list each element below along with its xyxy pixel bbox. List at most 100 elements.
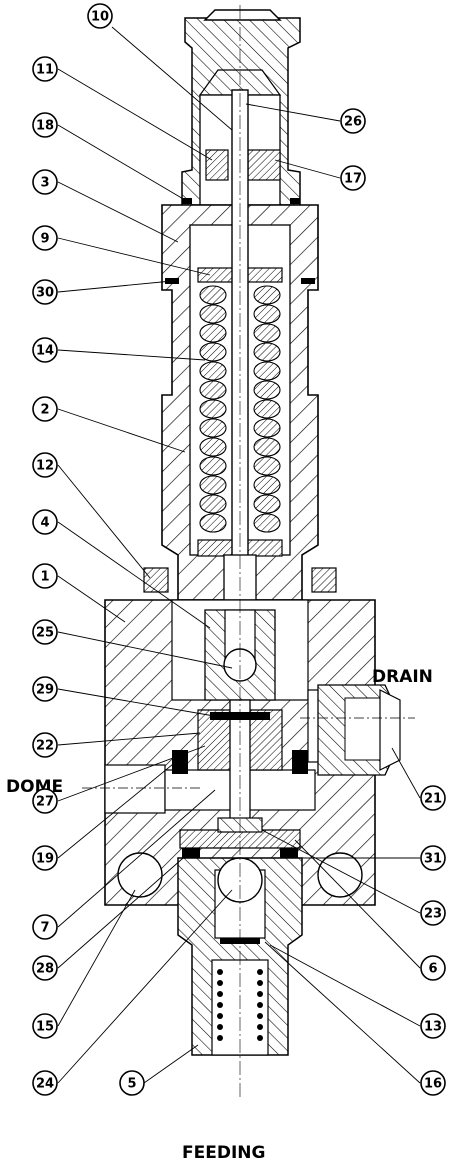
callout-circle: [32, 396, 58, 422]
callout-number: 3: [40, 176, 49, 191]
callout-number: 24: [36, 1077, 54, 1092]
small-spring-coil: [257, 1035, 263, 1041]
callout-9: 9: [32, 225, 58, 251]
callout-circle: [32, 955, 58, 981]
spring-coil: [199, 304, 227, 324]
callout-number: 2: [40, 403, 49, 418]
callout-circle: [420, 1070, 446, 1096]
callout-14: 14: [32, 337, 58, 363]
callout-number: 21: [424, 792, 442, 807]
callout-3: 3: [32, 169, 58, 195]
callout-1: 1: [32, 563, 58, 589]
spring-coil: [253, 323, 281, 343]
callout-circle: [32, 845, 58, 871]
callout-number: 4: [40, 516, 49, 531]
callout-2: 2: [32, 396, 58, 422]
callout-number: 12: [36, 459, 54, 474]
callout-23: 23: [420, 900, 446, 926]
callout-circle: [32, 169, 58, 195]
callout-circle: [119, 1070, 145, 1096]
callout-number: 27: [36, 795, 54, 810]
callout-circle: [32, 225, 58, 251]
callout-circle: [32, 1013, 58, 1039]
callout-circle: [340, 108, 366, 134]
callout-circle: [87, 3, 113, 29]
callout-number: 9: [40, 232, 49, 247]
callout-number: 28: [36, 962, 54, 977]
callout-12: 12: [32, 452, 58, 478]
small-spring-coil: [217, 1024, 223, 1030]
spring-coils: [199, 285, 281, 533]
callout-28: 28: [32, 955, 58, 981]
callout-22: 22: [32, 732, 58, 758]
callout-number: 15: [36, 1020, 54, 1035]
callout-circle: [420, 845, 446, 871]
drain-plug: [317, 684, 401, 776]
spring-coil: [253, 399, 281, 419]
callout-17: 17: [340, 165, 366, 191]
small-spring-coil: [217, 969, 223, 975]
spring-coil: [199, 380, 227, 400]
callout-circle: [32, 1070, 58, 1096]
callout-18: 18: [32, 112, 58, 138]
small-spring-coil: [217, 1035, 223, 1041]
small-spring-coil: [217, 991, 223, 997]
callout-circle: [32, 788, 58, 814]
callout-number: 23: [424, 907, 442, 922]
callout-circle: [420, 900, 446, 926]
spring-coil: [199, 494, 227, 514]
callout-number: 1: [40, 570, 49, 585]
spring-coil: [253, 285, 281, 305]
spring-coil: [199, 361, 227, 381]
callout-24: 24: [32, 1070, 58, 1096]
callout-circle: [340, 165, 366, 191]
callout-circle: [32, 279, 58, 305]
spring-coil: [253, 513, 281, 533]
feeding-label: FEEDING: [182, 1143, 265, 1163]
callout-circle: [32, 452, 58, 478]
callout-circle: [32, 914, 58, 940]
spring-coil: [199, 418, 227, 438]
spring-coil: [199, 285, 227, 305]
spring-coil: [253, 437, 281, 457]
callout-19: 19: [32, 845, 58, 871]
callout-circle: [32, 732, 58, 758]
callout-circle: [420, 955, 446, 981]
callout-30: 30: [32, 279, 58, 305]
callout-25: 25: [32, 619, 58, 645]
small-spring-coil: [257, 969, 263, 975]
callout-circle: [32, 112, 58, 138]
spring-coil: [253, 475, 281, 495]
callout-number: 14: [36, 344, 54, 359]
spring-coil: [199, 513, 227, 533]
spring-coil: [253, 456, 281, 476]
callout-number: 31: [424, 852, 442, 867]
callout-10: 10: [87, 3, 113, 29]
callout-6: 6: [420, 955, 446, 981]
callout-29: 29: [32, 676, 58, 702]
spring-coil: [199, 323, 227, 343]
callout-number: 30: [36, 286, 54, 301]
callout-number: 25: [36, 626, 54, 641]
spring-coil: [253, 342, 281, 362]
callout-circle: [32, 56, 58, 82]
leader-lines: [57, 26, 421, 1084]
spring-coil: [253, 418, 281, 438]
callout-16: 16: [420, 1070, 446, 1096]
small-spring-coil: [217, 1002, 223, 1008]
callout-number: 18: [36, 119, 54, 134]
callout-number: 26: [344, 115, 362, 130]
drain-label: DRAIN: [372, 667, 433, 687]
spring-coil: [253, 380, 281, 400]
callout-circle: [32, 337, 58, 363]
callout-11: 11: [32, 56, 58, 82]
spring-coil: [199, 475, 227, 495]
callout-number: 6: [428, 962, 437, 977]
small-spring-coil: [257, 1002, 263, 1008]
callout-7: 7: [32, 914, 58, 940]
spring-coil: [199, 399, 227, 419]
small-spring-coil: [257, 1024, 263, 1030]
callout-circle: [32, 619, 58, 645]
